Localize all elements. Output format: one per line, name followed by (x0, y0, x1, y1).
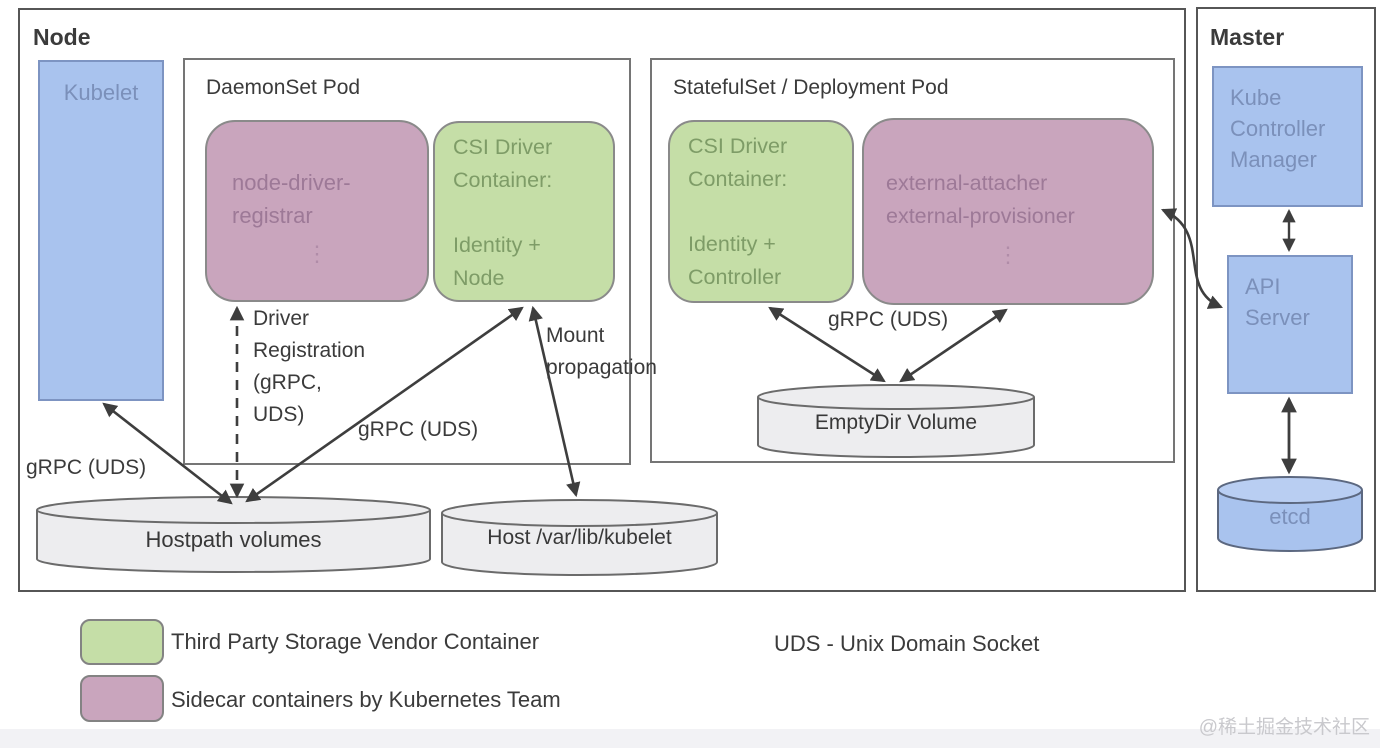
watermark: @稀土掘金技术社区 (1198, 717, 1370, 738)
driver-registration-line4: UDS) (253, 403, 305, 426)
driver-registration-label: Driver Registration (gRPC, UDS) (253, 303, 365, 431)
grpc-uds-daemonset-label: gRPC (UDS) (358, 418, 479, 441)
external-sidecars-more-indicator: ⋮ (997, 242, 1019, 267)
driver-registration-line3: (gRPC, (253, 371, 322, 394)
kcm-line3: Manager (1230, 147, 1317, 172)
kubelet-label: Kubelet (63, 80, 139, 105)
api-server-box: API Server (1227, 255, 1353, 394)
node-driver-registrar-label-line2: registrar (232, 203, 313, 228)
csi-driver-node-line2: Container: (453, 168, 553, 192)
csi-driver-node-line1: CSI Driver (453, 135, 553, 159)
grpc-uds-left-label: gRPC (UDS) (26, 456, 147, 479)
etcd-label: etcd (1269, 504, 1311, 529)
kcm-line1: Kube (1230, 85, 1282, 110)
bottom-strip (0, 729, 1380, 748)
csi-driver-controller-line1: CSI Driver (688, 134, 788, 158)
kubelet-box: Kubelet (38, 60, 164, 401)
api-server-line2: Server (1245, 305, 1310, 330)
kube-controller-manager-box: Kube Controller Manager (1212, 66, 1363, 207)
statefulset-pod-title: StatefulSet / Deployment Pod (673, 76, 949, 99)
daemonset-pod-title: DaemonSet Pod (206, 76, 361, 99)
legend-uds-abbreviation: UDS - Unix Domain Socket (774, 631, 1040, 656)
kcm-line2: Controller (1230, 116, 1326, 141)
csi-driver-node-line3: Identity + (453, 233, 541, 257)
hostpath-volumes-label: Hostpath volumes (145, 527, 322, 552)
node-driver-registrar-label-line1: node-driver- (232, 170, 351, 195)
node-driver-registrar-box: node-driver- registrar ⋮ (205, 120, 429, 302)
mount-propagation-line2: propagation (546, 356, 657, 379)
driver-registration-line2: Registration (253, 339, 366, 362)
csi-driver-controller-line3: Identity + (688, 232, 776, 256)
node-driver-registrar-more-indicator: ⋮ (306, 241, 328, 266)
api-server-line1: API (1245, 274, 1281, 299)
csi-driver-node-line4: Node (453, 266, 505, 290)
legend-swatch-vendor-green (80, 619, 164, 665)
host-var-lib-kubelet-label: Host /var/lib/kubelet (487, 526, 672, 549)
csi-driver-controller-line4: Controller (688, 265, 782, 289)
emptydir-volume-label: EmptyDir Volume (814, 411, 978, 434)
legend-swatch-sidecar-pink (80, 675, 164, 722)
node-panel-title: Node (33, 24, 91, 50)
legend-sidecar-label: Sidecar containers by Kubernetes Team (171, 687, 561, 712)
driver-registration-line1: Driver (253, 307, 309, 330)
mount-propagation-label: Mount propagation (546, 320, 657, 384)
external-sidecars-box: external-attacher external-provisioner ⋮ (862, 118, 1154, 305)
external-attacher-label: external-attacher (886, 171, 1048, 195)
csi-driver-controller-box: CSI Driver Container: Identity + Control… (668, 120, 854, 303)
csi-driver-node-box: CSI Driver Container: Identity + Node (433, 121, 615, 302)
legend-vendor-label: Third Party Storage Vendor Container (171, 629, 540, 654)
csi-driver-controller-line2: Container: (688, 167, 788, 191)
grpc-uds-statefulset-label: gRPC (UDS) (828, 308, 949, 331)
master-panel-title: Master (1210, 24, 1285, 50)
external-provisioner-label: external-provisioner (886, 204, 1075, 228)
mount-propagation-line1: Mount (546, 324, 605, 347)
